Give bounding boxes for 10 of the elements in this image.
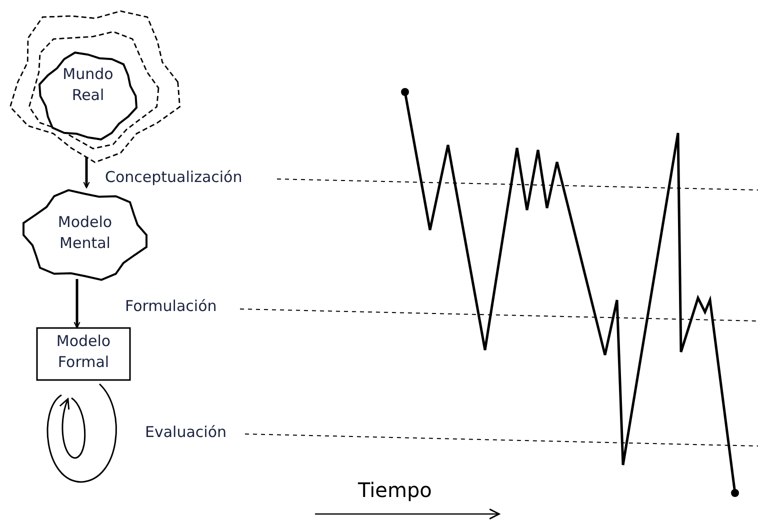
axis-label: Tiempo: [358, 478, 432, 502]
node-text: Modelo Mental: [56, 212, 114, 254]
loop-arrow: [46, 383, 117, 483]
node-text: Mundo Real: [62, 64, 114, 106]
cloud-shape: [22, 189, 148, 281]
arrow: [83, 157, 90, 188]
process-box: [36, 327, 131, 381]
cloud-shape: [9, 10, 181, 164]
node-text: Modelo Formal: [55, 331, 112, 373]
arrow: [74, 279, 80, 328]
